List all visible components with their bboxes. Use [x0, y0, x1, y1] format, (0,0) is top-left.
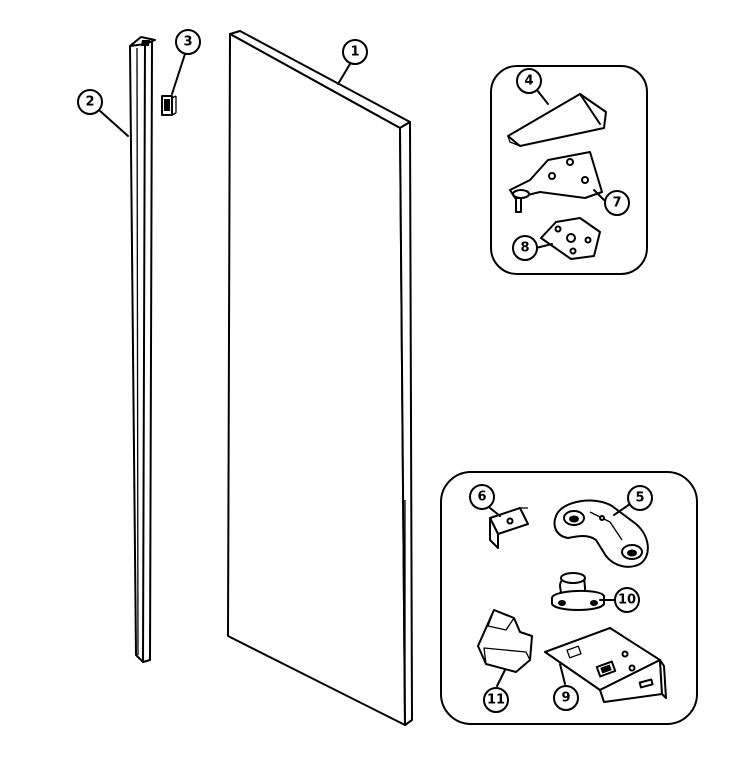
- callout-8: 8: [512, 235, 538, 261]
- svg-text:4: 4: [524, 74, 533, 89]
- svg-text:3: 3: [183, 35, 192, 50]
- leader-7: [593, 189, 605, 201]
- trim-strip-part-2: [129, 36, 156, 663]
- leader-lines: [98, 53, 631, 687]
- leader-2: [98, 109, 129, 137]
- svg-text:10: 10: [618, 593, 636, 608]
- callout-5: 5: [627, 485, 653, 511]
- callout-3: 3: [175, 29, 201, 55]
- leader-9: [559, 663, 566, 685]
- svg-text:2: 2: [85, 95, 94, 110]
- cover-part-11: [477, 609, 533, 673]
- svg-text:9: 9: [561, 691, 570, 706]
- callout-7: 7: [604, 190, 630, 216]
- leader-8: [535, 243, 553, 249]
- hinge-bracket-part-5: [553, 499, 649, 568]
- mounting-plate-part-9: [544, 627, 667, 703]
- leader-1: [337, 63, 351, 85]
- cap-part-4: [507, 93, 607, 147]
- door-panel-part-1: [227, 30, 413, 726]
- bracket-part-6: [489, 507, 529, 549]
- svg-text:6: 6: [477, 490, 486, 505]
- leader-6: [489, 507, 501, 517]
- callout-1: 1: [342, 39, 368, 65]
- pin-stud-part-10: [551, 572, 605, 611]
- svg-text:11: 11: [487, 693, 505, 708]
- leader-11: [496, 669, 506, 687]
- svg-text:5: 5: [635, 491, 644, 506]
- hinge-plate-part-7: [509, 151, 603, 213]
- callout-6: 6: [469, 484, 495, 510]
- svg-text:8: 8: [520, 241, 529, 256]
- callout-4: 4: [516, 68, 542, 94]
- lower-parts-box: [440, 471, 698, 725]
- svg-text:1: 1: [350, 45, 359, 60]
- callout-9: 9: [553, 685, 579, 711]
- clip-part-3: [161, 95, 177, 116]
- leader-4: [536, 89, 549, 105]
- leader-5: [613, 503, 631, 516]
- leader-3: [171, 53, 186, 95]
- callout-2: 2: [77, 89, 103, 115]
- triangular-plate-part-8: [540, 217, 601, 260]
- callout-10: 10: [614, 587, 640, 613]
- callout-11: 11: [483, 687, 509, 713]
- svg-text:7: 7: [612, 196, 621, 211]
- upper-parts-box: [490, 65, 648, 275]
